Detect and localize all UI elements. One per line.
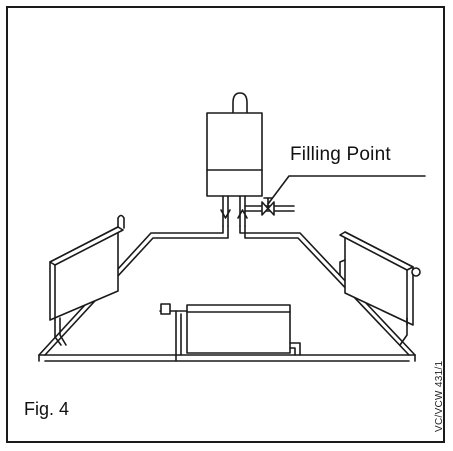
boiler-hanger (232, 92, 248, 115)
filling-point-label: Filling Point (290, 144, 391, 165)
figure-caption: Fig. 4 (24, 399, 70, 419)
callout-leader-line (267, 175, 426, 205)
reference-code: VC/VCW 431/1 (434, 360, 445, 432)
filling-point-assembly (244, 175, 426, 216)
pipe-circuit (38, 225, 416, 362)
radiator-left (49, 214, 125, 346)
flow-arrow-icon (220, 209, 231, 219)
radiator-right (339, 231, 421, 346)
radiator-center (159, 303, 301, 362)
boiler (206, 92, 263, 197)
return-arrow-icon (237, 209, 248, 219)
boiler-body (206, 112, 263, 197)
boiler-connections (220, 195, 248, 227)
figure-frame (6, 6, 445, 443)
